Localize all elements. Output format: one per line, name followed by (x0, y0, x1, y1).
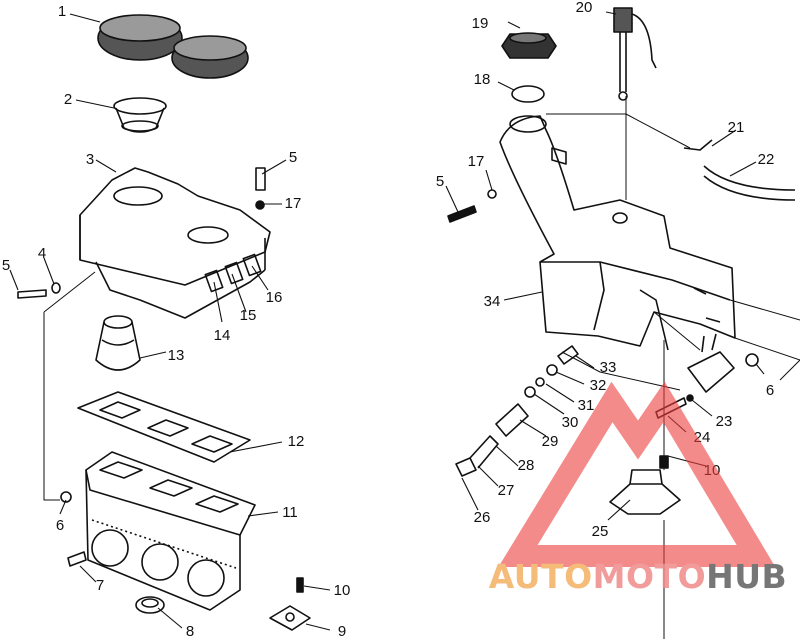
callout-21: 21 (728, 119, 745, 136)
callout-18: 18 (474, 71, 491, 88)
callout-4: 4 (38, 245, 46, 262)
callout-29: 29 (542, 433, 559, 450)
callout-17-left: 17 (285, 195, 302, 212)
callout-27: 27 (498, 482, 515, 499)
callout-20: 20 (576, 0, 593, 16)
callout-14: 14 (214, 327, 231, 344)
callout-11: 11 (282, 504, 298, 521)
callout-17-right: 17 (468, 153, 485, 170)
filter-adapter-ring (113, 97, 167, 133)
fuel-tank-assembly (445, 7, 800, 639)
tank-bracket (609, 469, 681, 515)
callout-6-right: 6 (766, 382, 774, 399)
fuel-gauge-sender (613, 7, 657, 101)
screw-left (296, 577, 304, 593)
watermark-moto: MOTO (593, 557, 706, 596)
bolt-upper-left (255, 167, 266, 210)
callout-5-top: 5 (289, 149, 297, 166)
callout-23: 23 (716, 413, 733, 430)
cap-gasket (511, 85, 545, 103)
leader-lines-right (445, 11, 765, 521)
watermark-text: AUTOMOTOHUB (489, 557, 787, 596)
air-box-base (85, 451, 256, 611)
watermark: AUTOMOTOHUB (489, 381, 787, 596)
callout-32: 32 (590, 377, 607, 394)
leader-lines-left (9, 13, 331, 631)
callout-7: 7 (96, 577, 104, 594)
vent-hose (683, 139, 796, 201)
assembly-line-left (43, 271, 96, 501)
callout-33: 33 (600, 359, 617, 376)
clip-left (67, 551, 87, 567)
fuel-cap (501, 32, 557, 59)
callout-3: 3 (86, 151, 94, 168)
air-box-cover (79, 167, 271, 319)
callout-31: 31 (578, 397, 595, 414)
callout-19: 19 (472, 15, 489, 32)
callout-2: 2 (64, 91, 72, 108)
bolt-side-left (17, 282, 61, 299)
air-box-assembly (17, 14, 311, 631)
callout-30: 30 (562, 414, 579, 431)
assembly-lines-right (546, 96, 800, 639)
callout-28: 28 (518, 457, 535, 474)
callout-34: 34 (484, 293, 501, 310)
air-filter-pair (97, 14, 249, 79)
watermark-hub: HUB (706, 557, 787, 596)
nut-left (60, 491, 72, 503)
watermark-auto: AUTO (489, 557, 593, 596)
grommet (135, 596, 165, 614)
callout-6-left: 6 (56, 517, 64, 534)
callout-13: 13 (168, 347, 185, 364)
fuel-tank-body (499, 115, 736, 351)
callout-22: 22 (758, 151, 775, 168)
gasket-plate (77, 391, 251, 463)
watermark-triangle-logo (498, 381, 776, 567)
callout-9: 9 (338, 623, 346, 639)
fuel-pump (655, 333, 735, 419)
nut-right (745, 353, 759, 367)
callout-12: 12 (288, 433, 305, 450)
callout-25: 25 (592, 523, 609, 540)
callout-8: 8 (186, 623, 194, 639)
fuel-valve-chain (455, 345, 579, 477)
callout-5-left: 5 (2, 257, 10, 274)
callout-labels: 1 2 3 4 5 5 5 6 6 7 8 9 10 10 11 12 13 1… (2, 0, 775, 639)
callout-1: 1 (58, 3, 66, 20)
callout-15: 15 (240, 307, 257, 324)
callout-10-left: 10 (334, 582, 351, 599)
callout-26: 26 (474, 509, 491, 526)
callout-16: 16 (266, 289, 283, 306)
mount-bracket (269, 605, 311, 631)
intake-boot (95, 315, 141, 371)
callout-5-right: 5 (436, 173, 444, 190)
